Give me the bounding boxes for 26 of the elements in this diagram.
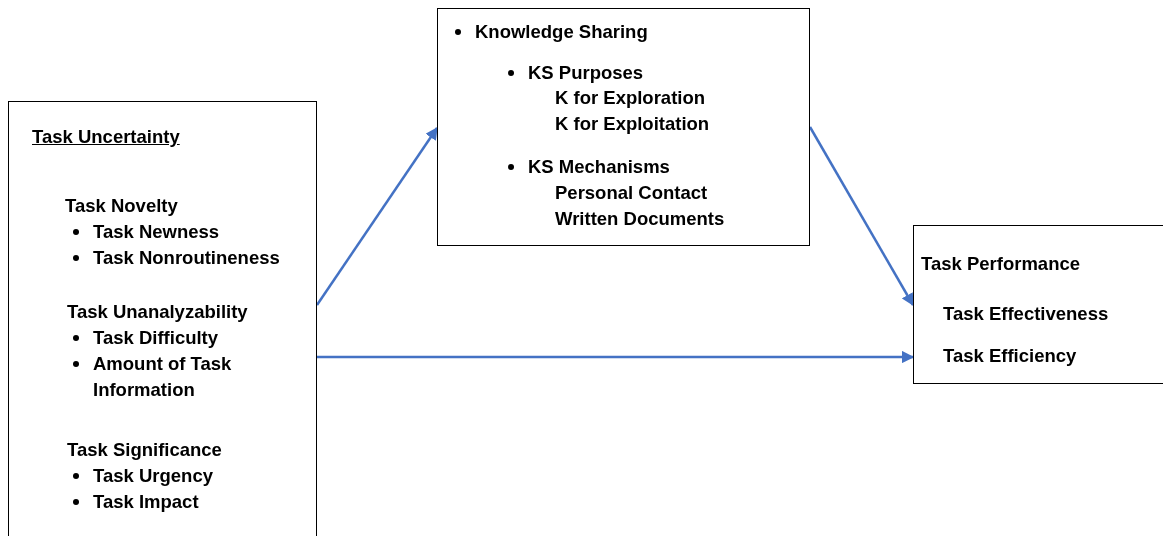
item-text: Task Novelty (65, 194, 178, 218)
box-heading: Task Uncertainty (32, 125, 180, 149)
item-text: Task Efficiency (943, 344, 1077, 368)
item-text: Task Performance (921, 252, 1081, 276)
bullet-item: KS Purposes (528, 61, 644, 85)
item-text: K for Exploitation (555, 112, 710, 136)
concept-box (8, 101, 317, 536)
bullet-item: Amount of Task Information (93, 352, 233, 402)
arrow (317, 350, 915, 364)
bullet-item: KS Mechanisms (528, 155, 670, 179)
arrow (808, 126, 915, 307)
item-text: Written Documents (555, 207, 725, 231)
item-text: Task Unanalyzability (67, 300, 248, 324)
bullet-item: Task Nonroutineness (93, 246, 280, 270)
bullet-item: Task Urgency (93, 464, 213, 488)
concept-box (913, 225, 1163, 384)
bullet-item: Task Difficulty (93, 326, 219, 350)
arrow (315, 126, 439, 306)
item-text: K for Exploration (555, 86, 706, 110)
item-text: Task Significance (67, 438, 222, 462)
item-text: Task Effectiveness (943, 302, 1109, 326)
concept-box (437, 8, 810, 246)
bullet-item: Task Newness (93, 220, 220, 244)
bullet-item: Task Impact (93, 490, 199, 514)
bullet-item: Knowledge Sharing (475, 20, 648, 44)
item-text: Personal Contact (555, 181, 708, 205)
